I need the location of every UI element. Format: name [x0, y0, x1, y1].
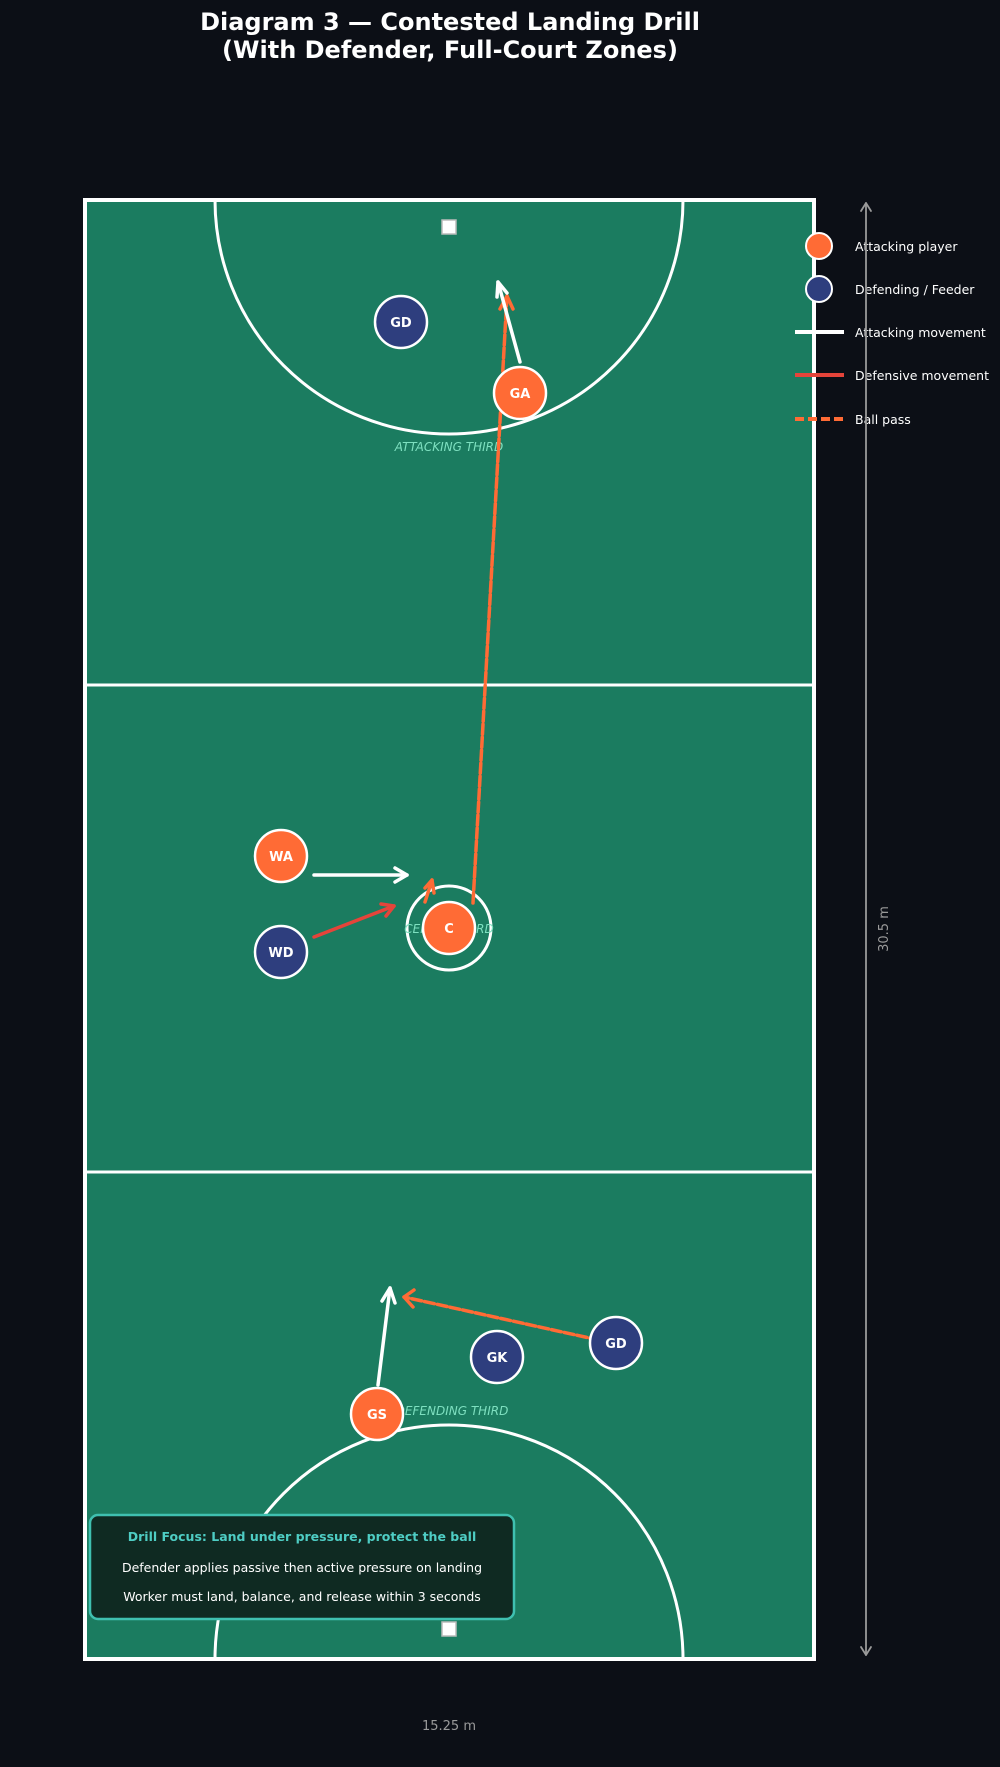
player-label: C	[444, 922, 454, 937]
ga-lead-arrow	[496, 280, 522, 364]
ball-pass-arrowhead-ga	[498, 294, 515, 311]
legend-item-attacking-movement: Attacking movement	[795, 325, 986, 340]
legend-label: Attacking player	[855, 239, 958, 254]
player-label: GA	[510, 387, 531, 402]
legend-label: Defending / Feeder	[855, 282, 975, 297]
legend-item-defensive-movement: Defensive movement	[795, 368, 989, 383]
player-label: GD	[605, 1337, 627, 1352]
title-line-1: Diagram 3 — Contested Landing Drill	[200, 8, 700, 36]
defender-swatch-icon	[805, 275, 833, 303]
attacker-swatch-icon	[805, 232, 833, 260]
wa-drive-arrowhead	[393, 866, 409, 884]
arrow-up-icon	[860, 202, 872, 212]
gs-lead-arrow	[376, 1286, 392, 1387]
wd-defensive-arrowhead	[379, 902, 396, 918]
player-gs: GS	[349, 1386, 405, 1442]
player-label: GS	[367, 1408, 387, 1423]
top-goal-post	[441, 219, 457, 235]
drill-focus-line-1: Defender applies passive then active pre…	[122, 1560, 482, 1575]
player-gd-bottom: GD	[588, 1315, 644, 1371]
zone-label-attacking: ATTACKING THIRD	[394, 440, 503, 454]
legend-item-ball-pass: Ball pass	[795, 412, 911, 427]
title-line-2: (With Defender, Full-Court Zones)	[222, 36, 678, 64]
legend-item-attacking-player: Attacking player	[805, 232, 958, 260]
gs-lead-arrowhead	[380, 1286, 397, 1305]
legend-label: Ball pass	[855, 412, 911, 427]
ball-pass-arrowhead-gs	[402, 1288, 416, 1309]
top-shooting-circle	[213, 200, 685, 436]
legend: Attacking player Defending / Feeder Atta…	[795, 232, 989, 427]
player-label: WA	[269, 850, 293, 865]
diagram-title: Diagram 3 — Contested Landing Drill (Wit…	[0, 8, 900, 64]
player-gk: GK	[469, 1329, 525, 1385]
player-c: C	[421, 900, 477, 956]
drill-focus-line-2: Worker must land, balance, and release w…	[123, 1589, 481, 1604]
legend-label: Defensive movement	[855, 368, 989, 383]
court-border	[83, 198, 816, 1661]
player-wa: WA	[253, 828, 309, 884]
bottom-goal-post	[441, 1621, 457, 1637]
c-lead-arrowhead	[423, 878, 436, 895]
ga-lead-arrowhead	[495, 280, 509, 299]
player-gd-top: GD	[373, 294, 429, 350]
player-wd: WD	[253, 924, 309, 980]
length-dimension-label: 30.5 m	[877, 906, 892, 952]
legend-item-defending-feeder: Defending / Feeder	[805, 275, 975, 303]
player-label: GD	[390, 316, 412, 331]
drill-focus-box: Drill Focus: Land under pressure, protec…	[88, 1513, 516, 1621]
wd-defensive-arrow	[312, 904, 396, 939]
player-ga: GA	[492, 365, 548, 421]
drill-focus-title: Drill Focus: Land under pressure, protec…	[128, 1529, 476, 1544]
zone-label-defending: DEFENDING THIRD	[396, 1404, 509, 1418]
ball-pass-gd-to-gs	[402, 1295, 614, 1345]
player-label: GK	[487, 1351, 509, 1366]
centre-circle	[405, 884, 493, 972]
player-label: WD	[268, 946, 293, 961]
legend-label: Attacking movement	[855, 325, 986, 340]
arrow-down-icon	[860, 1646, 872, 1656]
width-dimension-label: 15.25 m	[422, 1719, 476, 1734]
length-dimension	[860, 202, 872, 1656]
